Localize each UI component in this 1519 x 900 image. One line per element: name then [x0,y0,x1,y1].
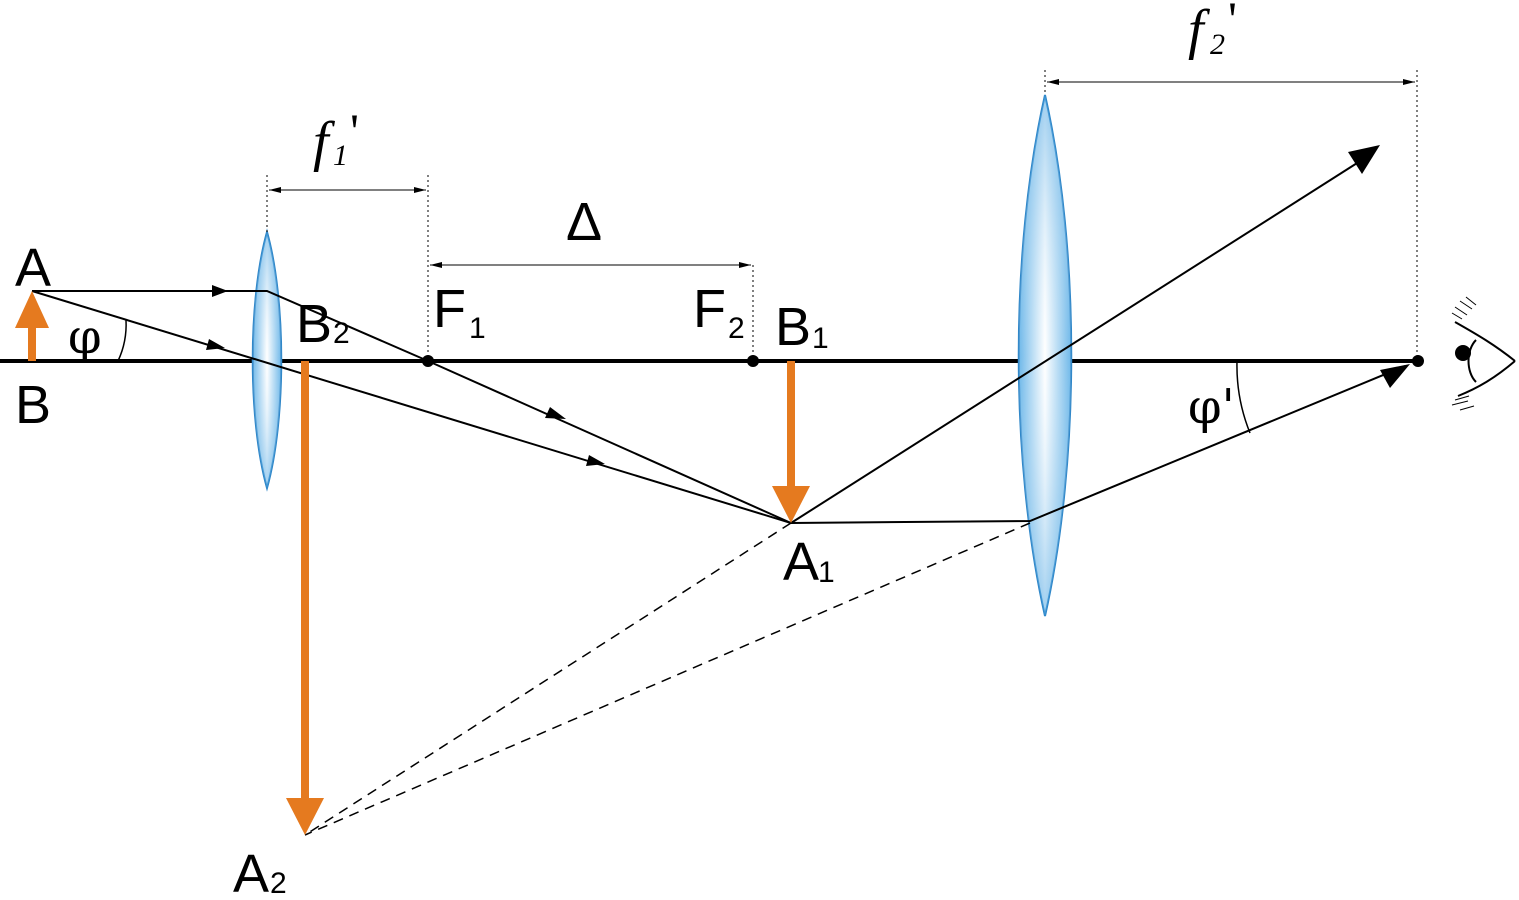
svg-text:A: A [783,532,819,592]
label-b1: B 1 [775,297,829,357]
svg-text:1: 1 [812,322,829,355]
phi-angle-arc [117,319,127,362]
label-phi-prime: φ' [1188,379,1235,435]
svg-text:': ' [350,103,359,159]
axis-ray-arrow [1380,364,1410,388]
label-b: B [15,375,51,435]
eye-point [1412,355,1424,367]
outgoing-ray-arrow [1348,145,1380,174]
ray-arrowheads [206,285,605,466]
svg-text:2: 2 [728,312,745,345]
svg-text:f: f [1188,0,1211,61]
svg-text:F: F [433,279,466,339]
svg-text:1: 1 [333,139,348,172]
eyepiece-lens [1017,94,1073,617]
label-a2: A 2 [233,844,287,900]
svg-text:B: B [775,297,811,357]
objective-lens [251,228,283,492]
svg-text:1: 1 [818,556,835,589]
label-phi: φ [68,309,102,365]
object-rays [31,290,792,524]
intermediate-image-arrow [772,361,810,523]
object-arrow [15,291,49,361]
label-f2-prime: f 2 ' [1188,0,1237,61]
label-b2: B 2 [296,294,350,354]
phi-prime-angle-arc [1236,360,1251,434]
f2-dimension [1044,70,1418,361]
svg-text:': ' [1228,0,1237,47]
delta-dimension [427,262,754,361]
svg-text:B: B [296,294,332,354]
focal-point-f2 [747,355,759,367]
virtual-rays [304,522,1031,836]
eye-icon [1451,296,1516,411]
svg-text:2: 2 [1210,28,1225,61]
label-a: A [15,238,51,298]
label-a1: A 1 [783,532,835,592]
svg-text:2: 2 [333,317,350,350]
eyepiece-rays [790,157,1406,524]
label-f2: F 2 [693,279,745,345]
label-delta: Δ [566,192,602,252]
svg-text:A: A [233,844,269,895]
svg-text:2: 2 [270,867,287,895]
final-image-arrow [286,361,324,835]
svg-text:F: F [693,279,726,339]
label-f1: F 1 [433,279,486,345]
focal-point-f1 [422,355,434,367]
svg-text:1: 1 [469,312,486,345]
label-f1-prime: f 1 ' [313,103,359,173]
